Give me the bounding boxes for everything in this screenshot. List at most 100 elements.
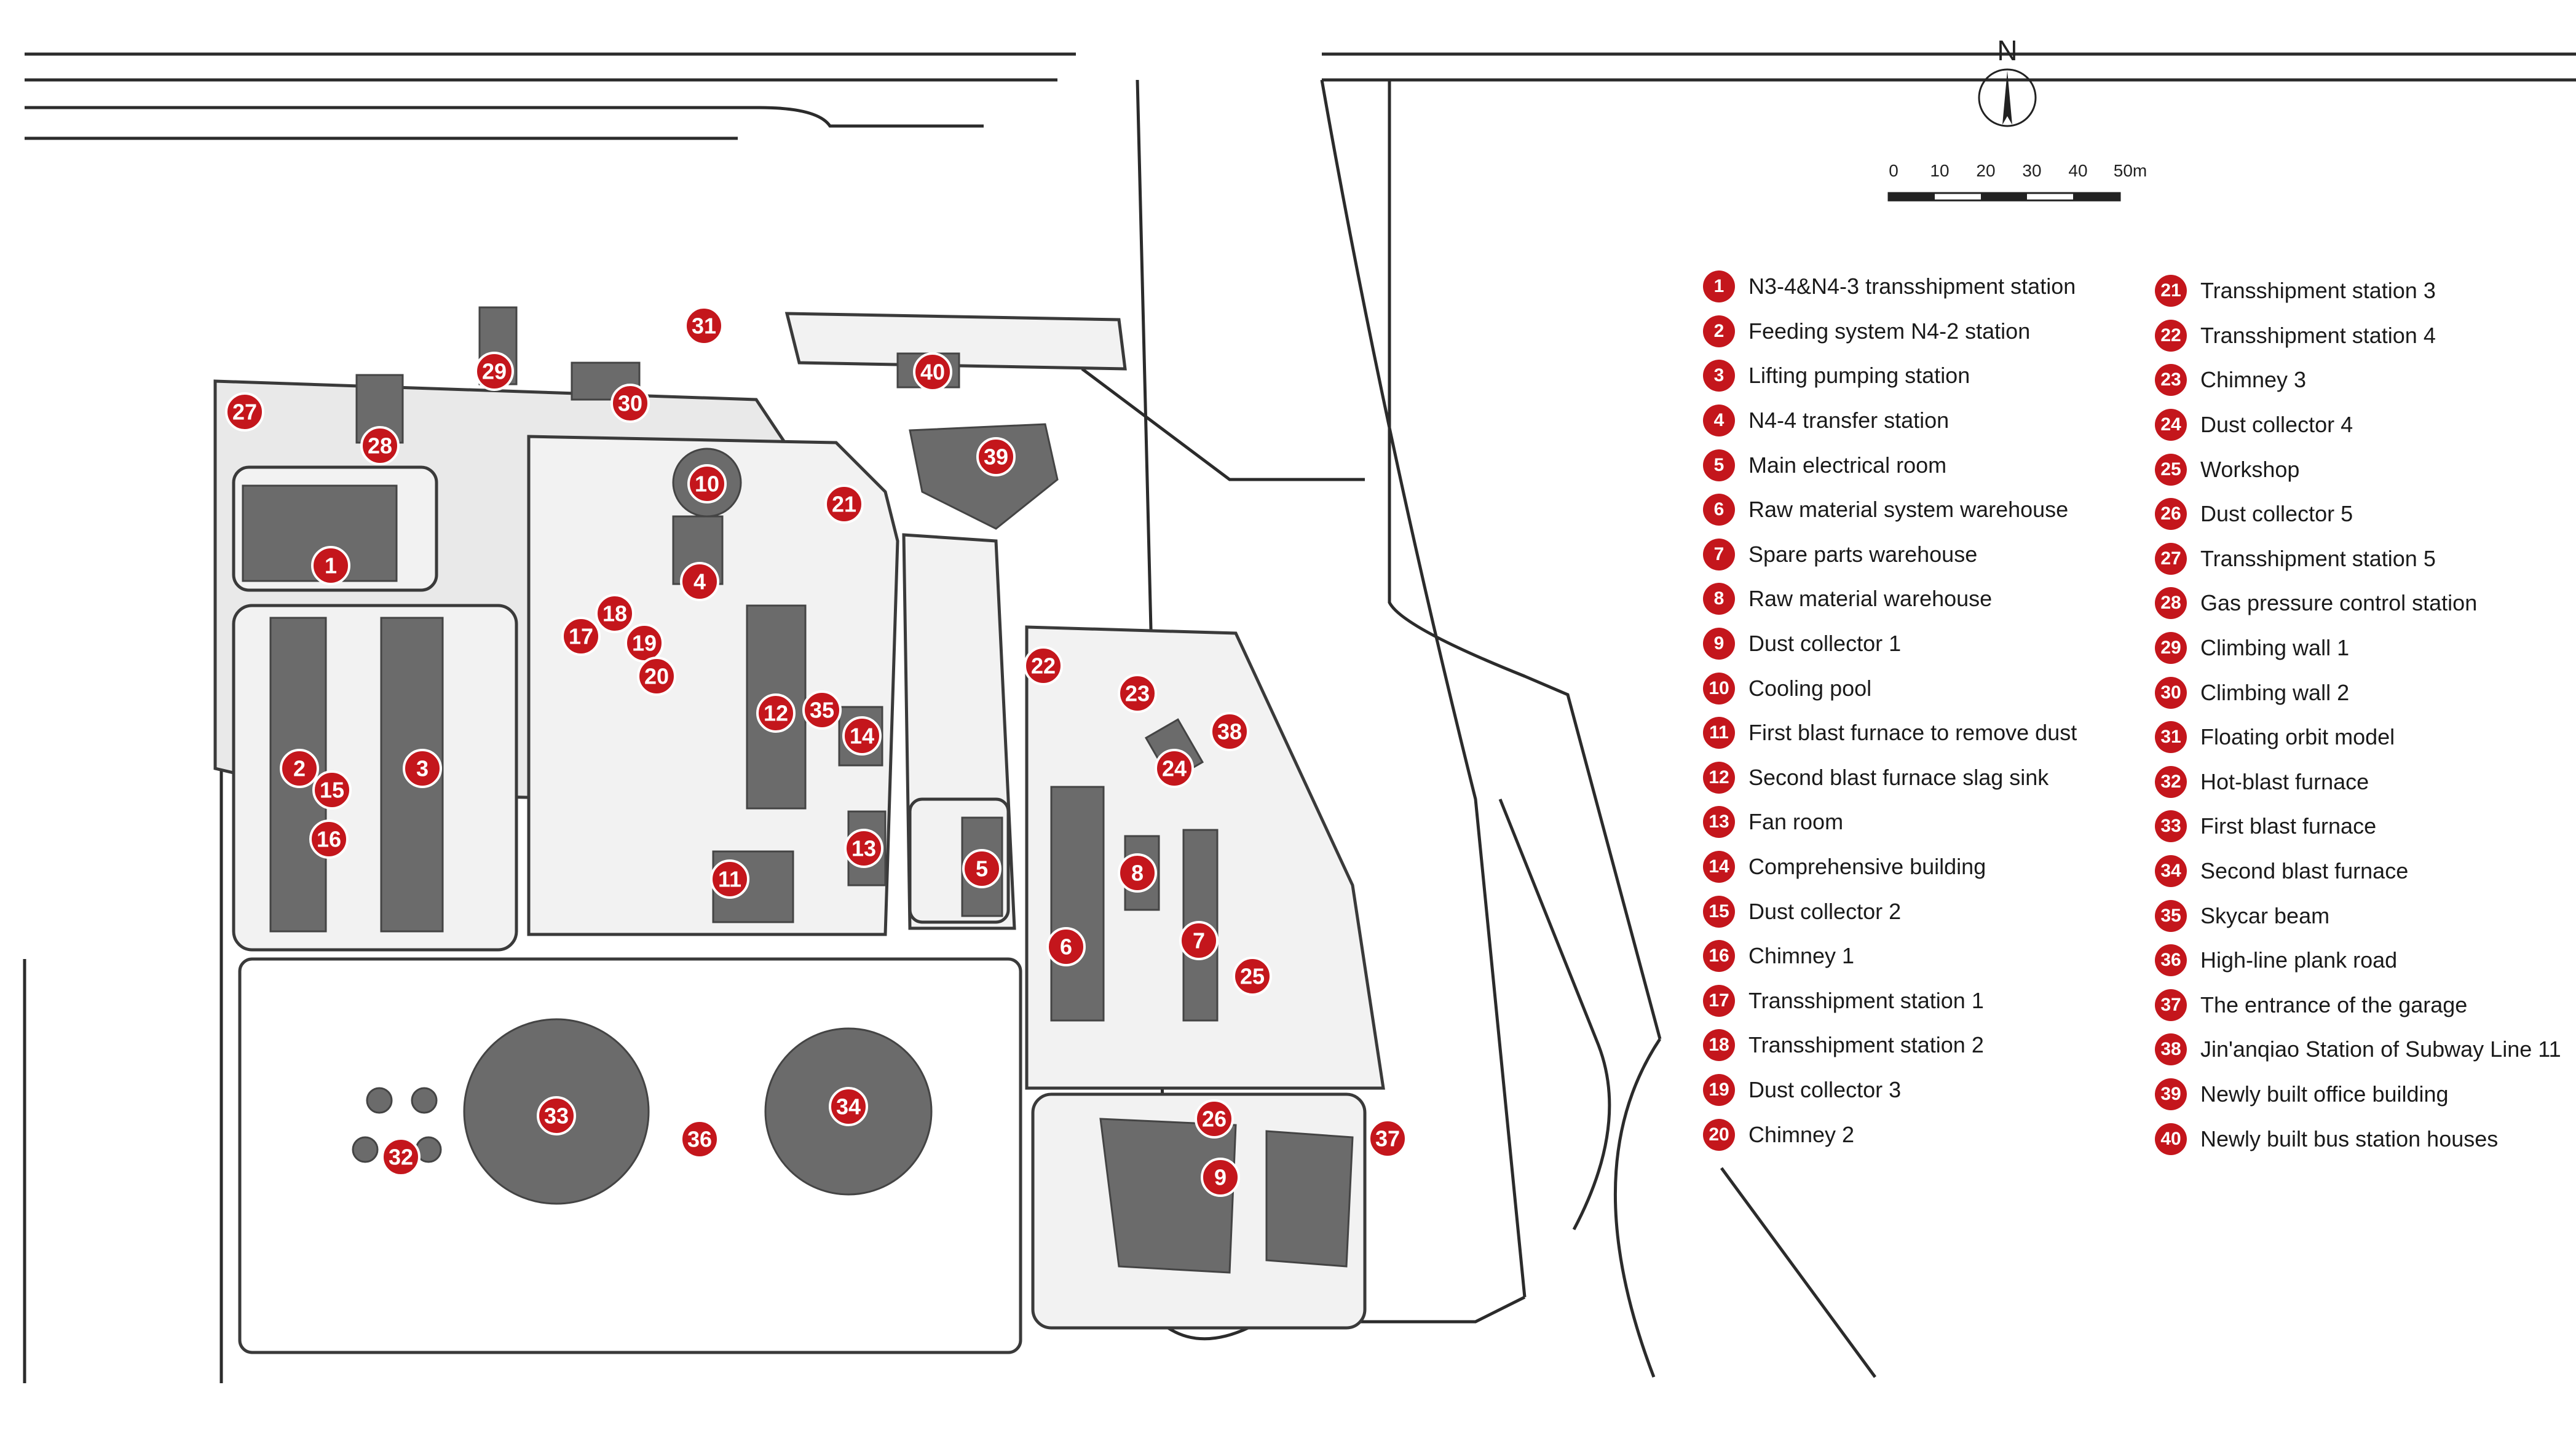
- map-marker-31[interactable]: 31: [684, 306, 724, 345]
- map-marker-29[interactable]: 29: [475, 352, 514, 391]
- svg-text:10: 10: [695, 472, 719, 497]
- svg-text:35: 35: [810, 698, 834, 723]
- map-marker-7[interactable]: 7: [1179, 921, 1219, 960]
- map-marker-38[interactable]: 38: [1210, 712, 1249, 751]
- legend-label: Floating orbit model: [2200, 724, 2395, 750]
- map-marker-10[interactable]: 10: [687, 464, 727, 503]
- svg-text:13: 13: [851, 836, 876, 861]
- map-marker-34[interactable]: 34: [829, 1087, 868, 1126]
- map-marker-33[interactable]: 33: [537, 1096, 576, 1135]
- scale-tick-label: 30: [2022, 161, 2042, 180]
- legend-badge: 32: [2155, 765, 2187, 798]
- north-label: N: [1997, 34, 2018, 66]
- legend-label: Comprehensive building: [1748, 854, 1986, 880]
- legend-label: Gas pressure control station: [2200, 590, 2478, 616]
- map-marker-13[interactable]: 13: [844, 829, 883, 868]
- legend-badge: 25: [2155, 453, 2187, 486]
- map-marker-25[interactable]: 25: [1233, 957, 1272, 996]
- legend-label: Dust collector 4: [2200, 412, 2353, 438]
- map-marker-11[interactable]: 11: [710, 859, 749, 899]
- legend-badge: 14: [1703, 851, 1735, 883]
- legend-badge: 6: [1703, 494, 1735, 526]
- legend-label: Transshipment station 3: [2200, 278, 2436, 304]
- map-marker-5[interactable]: 5: [962, 849, 1002, 888]
- map-marker-37[interactable]: 37: [1368, 1119, 1407, 1158]
- map-marker-26[interactable]: 26: [1195, 1099, 1234, 1139]
- map-marker-14[interactable]: 14: [842, 716, 882, 756]
- svg-text:29: 29: [482, 359, 507, 384]
- legend-badge: 19: [1703, 1073, 1735, 1106]
- north-compass: N: [1977, 34, 2038, 132]
- map-marker-40[interactable]: 40: [913, 352, 952, 392]
- map-marker-20[interactable]: 20: [637, 657, 676, 696]
- svg-text:17: 17: [569, 624, 593, 649]
- legend-badge: 2: [1703, 315, 1735, 347]
- scale-tick-label: 40: [2068, 161, 2088, 180]
- map-marker-17[interactable]: 17: [561, 617, 601, 656]
- map-marker-16[interactable]: 16: [309, 819, 349, 859]
- map-marker-15[interactable]: 15: [312, 770, 352, 810]
- map-marker-39[interactable]: 39: [976, 437, 1016, 476]
- svg-text:34: 34: [836, 1094, 861, 1119]
- legend-badge: 3: [1703, 360, 1735, 392]
- map-marker-22[interactable]: 22: [1024, 646, 1063, 685]
- legend-label: Climbing wall 1: [2200, 635, 2350, 661]
- map-marker-1[interactable]: 1: [311, 546, 350, 585]
- svg-text:14: 14: [850, 724, 874, 749]
- legend-badge: 29: [2155, 632, 2187, 665]
- map-marker-36[interactable]: 36: [680, 1119, 719, 1159]
- map-marker-18[interactable]: 18: [595, 594, 634, 633]
- svg-text:27: 27: [232, 400, 257, 425]
- legend-item-14: 14 Comprehensive building: [1703, 845, 2077, 890]
- legend-label: Dust collector 3: [1748, 1076, 1902, 1102]
- map-marker-21[interactable]: 21: [824, 484, 864, 524]
- map-marker-23[interactable]: 23: [1118, 674, 1157, 713]
- map-marker-4[interactable]: 4: [680, 562, 719, 601]
- legend-badge: 39: [2155, 1078, 2187, 1110]
- scale-tick-label: 10: [1930, 161, 1950, 180]
- legend-badge: 1: [1703, 270, 1735, 303]
- map-marker-27[interactable]: 27: [225, 392, 264, 432]
- svg-text:1: 1: [325, 553, 337, 578]
- map-marker-19[interactable]: 19: [625, 623, 664, 663]
- map-marker-8[interactable]: 8: [1118, 853, 1157, 893]
- svg-text:7: 7: [1193, 928, 1205, 953]
- map-marker-9[interactable]: 9: [1201, 1158, 1240, 1197]
- legend-badge: 13: [1703, 806, 1735, 839]
- map-marker-12[interactable]: 12: [756, 693, 796, 733]
- legend-label: Main electrical room: [1748, 452, 1947, 478]
- map-marker-30[interactable]: 30: [610, 384, 650, 423]
- map-marker-32[interactable]: 32: [381, 1137, 421, 1177]
- legend-badge: 9: [1703, 628, 1735, 660]
- legend-badge: 10: [1703, 672, 1735, 705]
- map-marker-35[interactable]: 35: [802, 690, 842, 730]
- svg-text:36: 36: [687, 1127, 712, 1152]
- map-marker-2[interactable]: 2: [280, 749, 319, 788]
- svg-text:5: 5: [976, 856, 988, 882]
- map-marker-3[interactable]: 3: [403, 749, 442, 788]
- map-marker-28[interactable]: 28: [360, 426, 400, 465]
- map-marker-24[interactable]: 24: [1155, 749, 1194, 788]
- map-marker-6[interactable]: 6: [1046, 927, 1086, 966]
- svg-text:33: 33: [544, 1103, 569, 1129]
- legend-badge: 35: [2155, 899, 2187, 932]
- legend-label: Transshipment station 2: [1748, 1032, 1984, 1058]
- legend-label: Fan room: [1748, 809, 1844, 835]
